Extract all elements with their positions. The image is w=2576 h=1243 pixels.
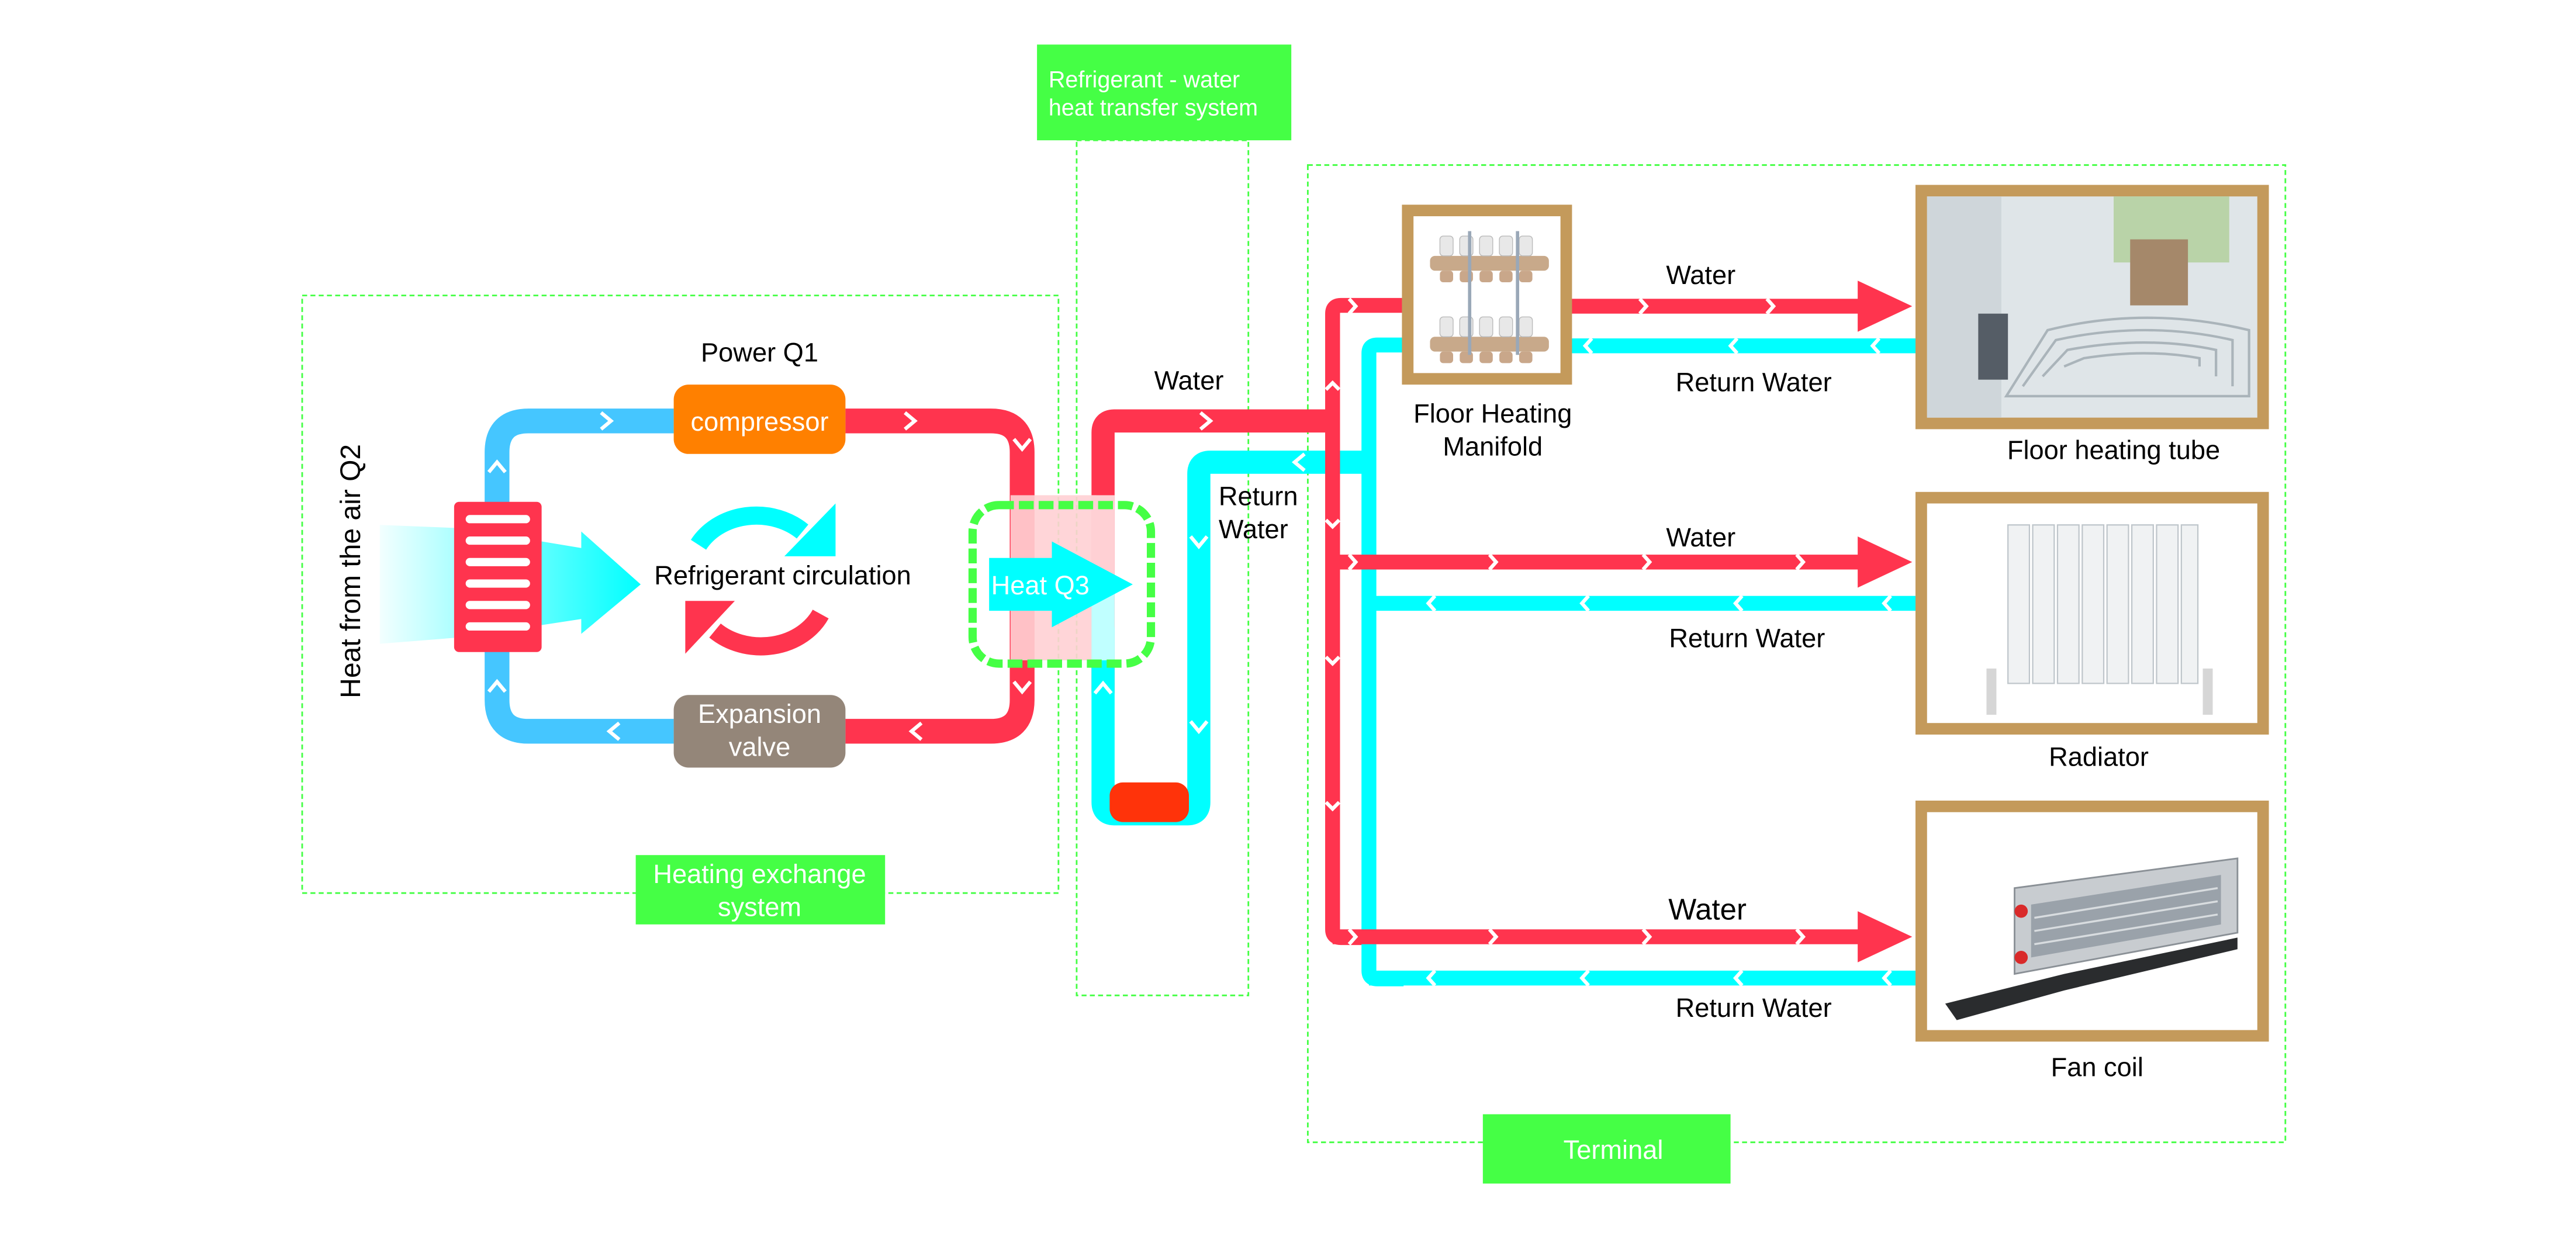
floor-return-pipe	[1568, 338, 1919, 354]
expansion-valve: Expansion valve	[673, 695, 846, 768]
fancoil-supply-arrowhead	[1858, 911, 1913, 962]
svg-text:Refrigerant - water: Refrigerant - water	[1049, 67, 1240, 93]
water-loop-chevrons	[1093, 411, 1306, 735]
heating-exchange-system-label: Heating exchange system	[635, 855, 886, 925]
fancoil-supply-label: Water	[1668, 892, 1747, 926]
expansion-valve-label-line1: Expansion	[698, 699, 821, 729]
fan-coil-image	[1915, 800, 2269, 1042]
floor-heating-tube-image	[1915, 185, 2269, 430]
fan-coil-label: Fan coil	[2051, 1052, 2143, 1082]
svg-text:heat transfer system: heat transfer system	[1049, 95, 1258, 121]
heat-q3-label: Heat Q3	[991, 570, 1090, 600]
water-return-label-line2: Water	[1219, 514, 1288, 544]
heat-exchanger: Heat Q3	[968, 495, 1156, 668]
floor-return-label: Return Water	[1676, 367, 1832, 397]
evaporator-icon	[454, 501, 542, 652]
terminal-boundary	[1306, 164, 2287, 1144]
power-label: Power Q1	[701, 338, 818, 368]
water-return-pipe	[1091, 451, 1371, 826]
circulation-label: Refrigerant circulation	[654, 560, 911, 590]
svg-text:Terminal: Terminal	[1564, 1135, 1664, 1165]
compressor: compressor	[673, 385, 846, 454]
floor-heating-manifold	[1402, 205, 1572, 385]
water-supply-pipe	[1091, 409, 1334, 694]
radiator-supply-pipe	[1332, 555, 1863, 570]
air-heat-label: Heat from the air Q2	[336, 444, 366, 698]
fancoil-return-label: Return Water	[1676, 993, 1832, 1023]
terminal-flow-chevrons	[1325, 297, 1892, 987]
radiator-supply-label: Water	[1666, 522, 1735, 552]
refrigerant-water-system-label: Refrigerant - water heat transfer system	[1037, 44, 1292, 141]
svg-text:Heating exchange: Heating exchange	[653, 859, 866, 889]
floor-supply-label: Water	[1666, 260, 1735, 290]
radiator-return-pipe	[1368, 595, 1919, 611]
radiator-label: Radiator	[2049, 742, 2149, 772]
floor-supply-arrowhead	[1858, 281, 1913, 332]
water-return-label-line1: Return	[1219, 481, 1298, 511]
fancoil-supply-pipe	[1332, 929, 1863, 944]
radiator-supply-arrowhead	[1858, 536, 1913, 588]
manifold-label-line2: Manifold	[1443, 432, 1543, 462]
floor-heating-tube-label: Floor heating tube	[2007, 435, 2220, 465]
radiator-image	[1915, 491, 2269, 735]
water-supply-label: Water	[1154, 366, 1224, 396]
floor-supply-pipe	[1568, 299, 1863, 314]
compressor-label: compressor	[690, 407, 828, 437]
terminal-return-riser	[1361, 337, 1404, 986]
fancoil-return-pipe	[1368, 970, 1919, 986]
radiator-return-label: Return Water	[1669, 623, 1825, 653]
manifold-label-line1: Floor Heating	[1413, 399, 1572, 428]
terminal-system-label: Terminal	[1482, 1114, 1731, 1184]
water-tank	[1109, 782, 1189, 822]
refrigerant-flow-chevrons	[487, 411, 1032, 741]
expansion-valve-label-line2: valve	[729, 732, 791, 762]
svg-text:system: system	[718, 892, 801, 922]
